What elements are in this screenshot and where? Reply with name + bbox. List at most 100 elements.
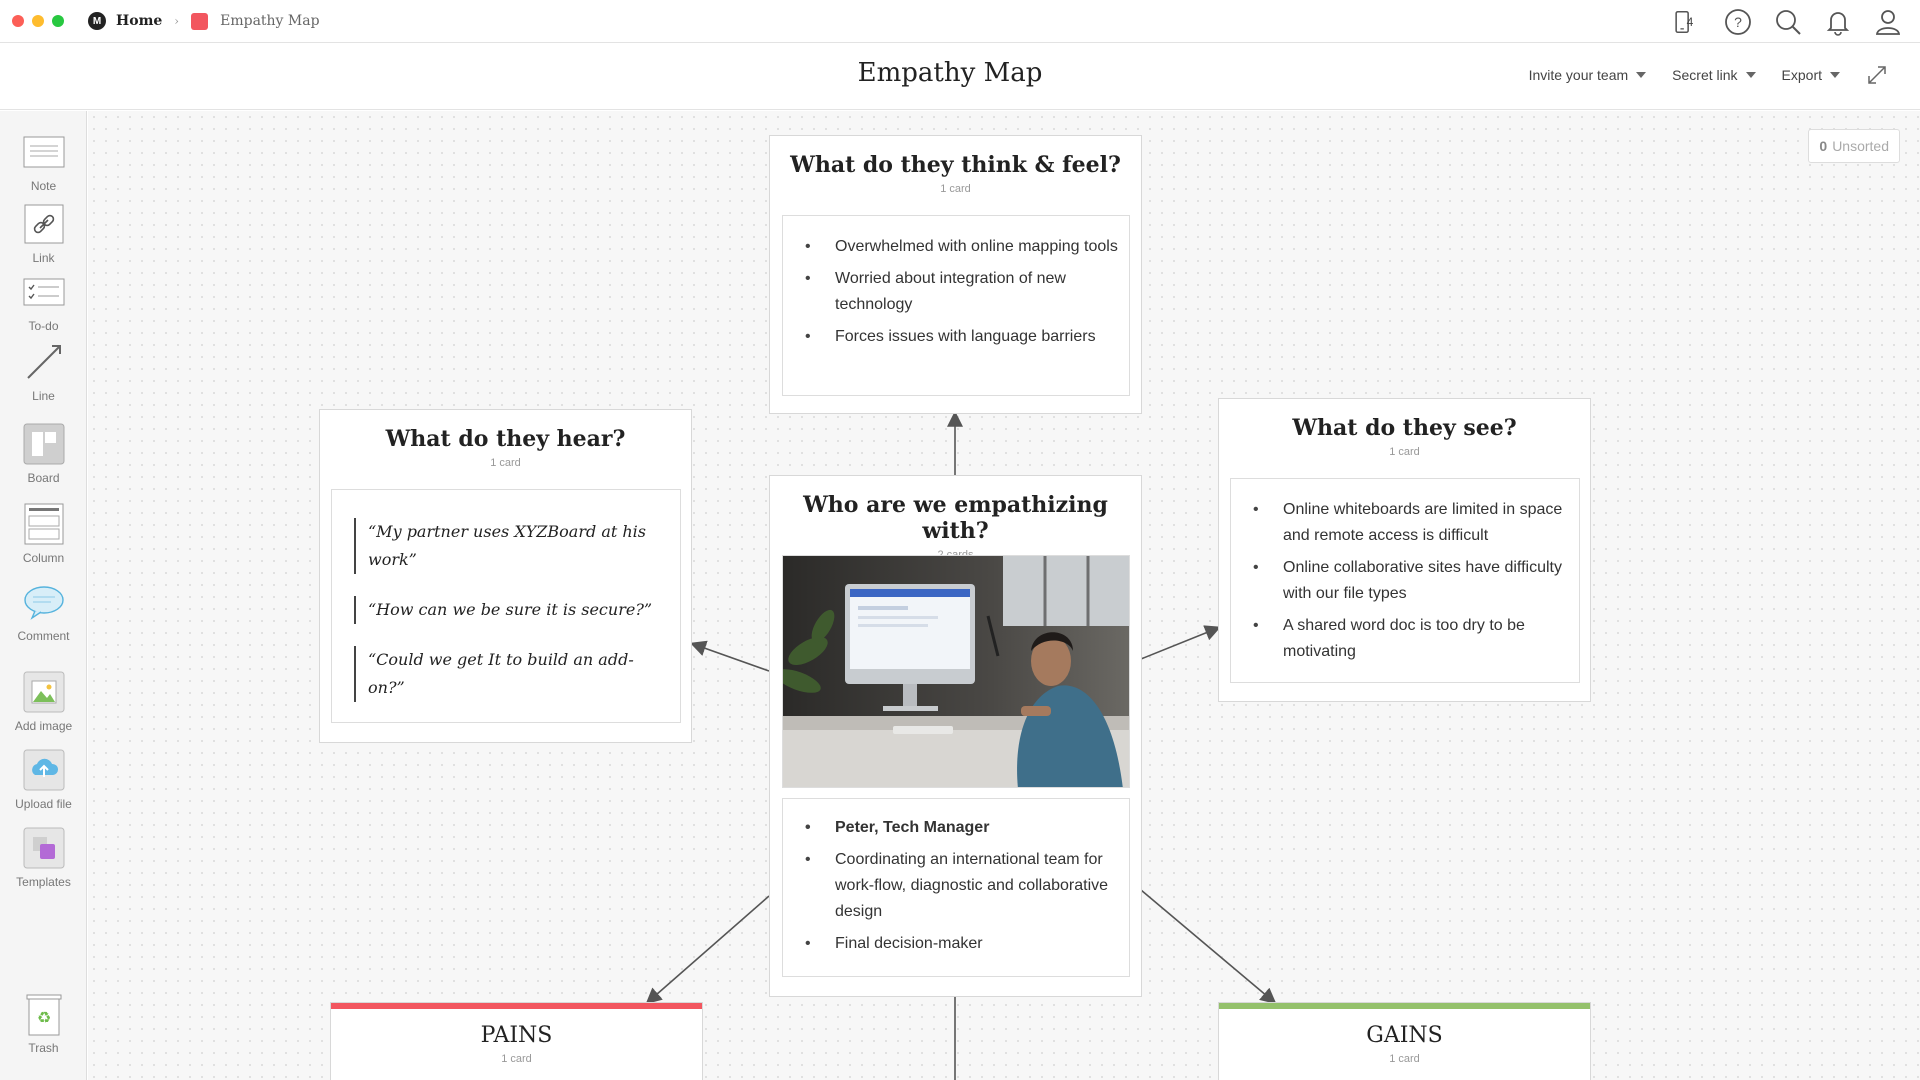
tool-note[interactable]: Note [0,131,87,193]
note-card[interactable]: Online whiteboards are limited in space … [1230,478,1580,683]
board-header: Empathy Map Invite your team Secret link… [0,44,1920,110]
page-title[interactable]: Empathy Map [857,58,1043,88]
tool-templates-label: Templates [16,875,71,889]
list-item: Coordinating an international team for w… [783,847,1129,925]
board-card-count: 1 card [1389,446,1420,458]
list-item: Online whiteboards are limited in space … [1231,497,1579,549]
title-bar: M Home › Empathy Map 4 ? [0,0,1920,43]
board-header: GAINS 1 card [1219,1003,1590,1065]
tool-templates[interactable]: Templates [0,827,87,889]
tool-trash[interactable]: ♻ Trash [0,993,87,1055]
connector-to-hear[interactable] [689,640,770,672]
column-icon [23,503,65,545]
tool-line[interactable]: Line [0,341,87,403]
checklist-icon [23,271,65,313]
board-color-strip [331,1003,702,1009]
board-color-icon [191,12,209,30]
board-canvas[interactable]: 0 Unsorted What do they think & feel? 1 … [88,111,1920,1080]
secret-link-label: Secret link [1672,67,1738,83]
tool-link[interactable]: Link [0,203,87,265]
tool-column[interactable]: Column [0,503,87,565]
tool-sidebar: Note Link To-do Line Board Column Comm [0,111,87,1080]
board-title[interactable]: PAINS [480,1023,553,1048]
board-title[interactable]: What do they think & feel? [790,152,1121,178]
board-title[interactable]: Who are we empathizing with? [803,492,1108,544]
bullet-list: Peter, Tech Manager Coordinating an inte… [783,815,1129,957]
svg-text:?: ? [1734,14,1742,30]
comment-icon [23,581,65,623]
image-card[interactable] [782,555,1130,788]
board-header: Who are we empathizing with? 2 cards [770,476,1141,561]
tool-board[interactable]: Board [0,423,87,485]
caret-down-icon [1636,72,1647,78]
svg-text:♻: ♻ [36,1008,50,1027]
board-pains[interactable]: PAINS 1 card [330,1002,703,1080]
bell-icon [1826,12,1850,36]
tool-link-label: Link [32,251,55,265]
connector-to-gains[interactable] [1140,889,1277,1005]
board-see[interactable]: What do they see? 1 card Online whiteboa… [1218,398,1591,702]
breadcrumb-board[interactable]: Empathy Map [220,13,320,29]
unsorted-label: Unsorted [1832,138,1889,154]
tool-todo-label: To-do [28,319,59,333]
chevron-right-icon: › [174,14,180,28]
quote-item: “Could we get It to build an add-on?” [354,646,656,702]
caret-down-icon [1745,72,1756,78]
image-icon [23,671,65,713]
search-button[interactable] [1772,6,1804,38]
board-title[interactable]: GAINS [1366,1023,1443,1048]
list-item: Final decision-maker [783,931,1129,957]
note-card[interactable]: “My partner uses XYZBoard at his work” “… [331,489,681,723]
tool-add-image-label: Add image [14,719,73,733]
board-header: What do they think & feel? 1 card [770,136,1141,195]
tool-upload-file-label: Upload file [15,797,72,811]
board-title[interactable]: What do they see? [1292,415,1517,441]
tool-upload-file[interactable]: Upload file [0,749,87,811]
bullet-list: Online whiteboards are limited in space … [1231,497,1579,665]
quote-item: “How can we be sure it is secure?” [354,596,656,624]
connector-to-see[interactable] [1140,625,1221,660]
board-header: What do they see? 1 card [1219,399,1590,458]
board-card-count: 1 card [1389,1053,1420,1065]
breadcrumb-home[interactable]: Home [116,13,163,29]
persona-photo [783,556,1129,787]
board-title[interactable]: What do they hear? [385,426,626,452]
unsorted-button[interactable]: 0 Unsorted [1808,129,1900,163]
list-item: Overwhelmed with online mapping tools [783,234,1129,260]
connector-to-pains[interactable] [645,895,770,1005]
bullet-list: Overwhelmed with online mapping tools Wo… [783,234,1129,350]
note-card[interactable]: Peter, Tech Manager Coordinating an inte… [782,798,1130,977]
expand-icon [1868,66,1886,84]
help-icon: ? [1725,9,1751,35]
account-button[interactable] [1872,6,1904,38]
tool-line-label: Line [32,389,55,403]
minimize-window-button[interactable] [32,15,44,27]
note-card[interactable]: Overwhelmed with online mapping tools Wo… [782,215,1130,396]
notifications-button[interactable] [1822,6,1854,38]
export-dropdown[interactable]: Export [1782,67,1840,83]
fullscreen-button[interactable] [1866,64,1888,86]
list-item: Worried about integration of new technol… [783,266,1129,318]
list-item: Forces issues with language barriers [783,324,1129,350]
tool-add-image[interactable]: Add image [0,671,87,733]
board-who[interactable]: Who are we empathizing with? 2 cards [769,475,1142,997]
caret-down-icon [1830,72,1840,78]
window-controls [12,15,64,27]
home-logo-icon[interactable]: M [88,12,106,30]
board-think-feel[interactable]: What do they think & feel? 1 card Overwh… [769,135,1142,414]
board-hear[interactable]: What do they hear? 1 card “My partner us… [319,409,692,743]
mobile-devices-button[interactable]: 4 [1660,6,1704,38]
invite-team-dropdown[interactable]: Invite your team [1529,67,1647,83]
list-item: Online collaborative sites have difficul… [1231,555,1579,607]
maximize-window-button[interactable] [52,15,64,27]
close-window-button[interactable] [12,15,24,27]
board-gains[interactable]: GAINS 1 card [1218,1002,1591,1080]
header-actions: Invite your team Secret link Export [1529,64,1888,86]
help-button[interactable]: ? [1722,6,1754,38]
tool-todo[interactable]: To-do [0,271,87,333]
link-icon [23,203,65,245]
tool-comment[interactable]: Comment [0,581,87,643]
device-count: 4 [1686,15,1694,29]
board-card-count: 1 card [490,457,521,469]
secret-link-dropdown[interactable]: Secret link [1672,67,1756,83]
